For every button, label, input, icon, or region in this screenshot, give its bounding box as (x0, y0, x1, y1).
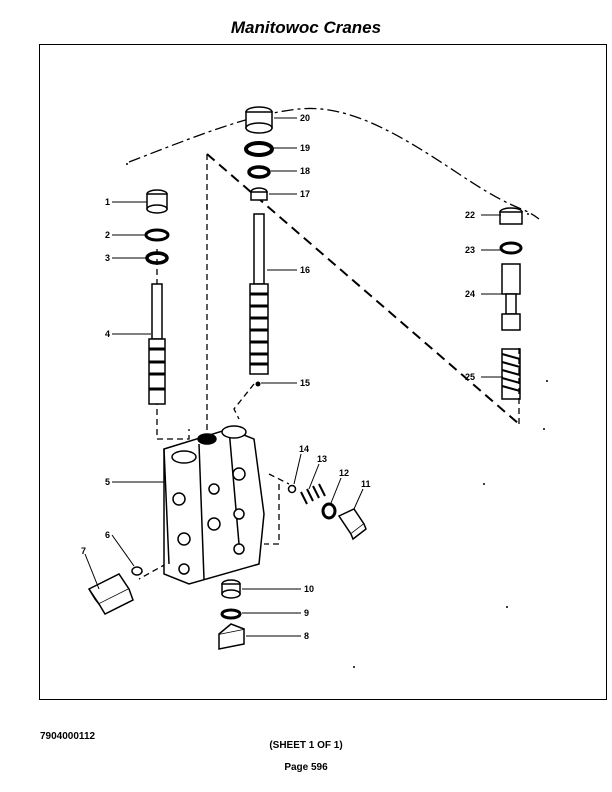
callout-6: 6 (105, 530, 110, 540)
part-16-spool (249, 213, 269, 375)
callout-13: 13 (317, 454, 327, 464)
part-5-valve-body (163, 425, 265, 585)
part-11-plug (337, 508, 367, 541)
part-20-cap (245, 106, 273, 134)
callout-20: 20 (300, 113, 310, 123)
callout-15: 15 (300, 378, 310, 388)
part-15-ball (255, 381, 261, 387)
callout-14: 14 (299, 444, 309, 454)
callout-1: 1 (105, 197, 110, 207)
part-4-spool (148, 283, 166, 405)
callout-18: 18 (300, 166, 310, 176)
part-13-spring (300, 483, 326, 505)
part-9-ring (220, 608, 242, 620)
callout-8: 8 (304, 631, 309, 641)
part-23-ring (499, 241, 523, 255)
callout-16: 16 (300, 265, 310, 275)
callout-4: 4 (105, 329, 110, 339)
page-title: Manitowoc Cranes (230, 18, 382, 37)
callout-11: 11 (361, 479, 371, 489)
part-8-plug (218, 623, 245, 650)
callout-5: 5 (105, 477, 110, 487)
callout-2: 2 (105, 230, 110, 240)
leader-lines (84, 117, 503, 637)
callout-7: 7 (81, 546, 86, 556)
part-3-ring (145, 251, 169, 265)
part-12-ring (321, 502, 337, 520)
part-22-plug (499, 207, 523, 225)
part-19-ring (244, 141, 274, 157)
callout-22: 22 (465, 210, 475, 220)
sheet-indicator: (SHEET 1 OF 1) (269, 740, 343, 751)
callout-12: 12 (339, 468, 349, 478)
callout-19: 19 (300, 143, 310, 153)
part-14-ball (287, 484, 297, 494)
part-6-ring (131, 566, 143, 576)
callout-10: 10 (304, 584, 314, 594)
callout-23: 23 (465, 245, 475, 255)
callout-labels: 20 19 18 17 16 15 1 2 3 4 5 6 7 14 13 12… (81, 113, 475, 641)
part-1-cap (146, 189, 168, 214)
drawing-frame (39, 44, 607, 700)
part-2-ring (144, 228, 170, 242)
part-17-spacer (250, 187, 268, 201)
page-number: Page 596 (284, 762, 328, 773)
part-18-ring (247, 165, 271, 179)
exploded-valve-diagram: 20 19 18 17 16 15 1 2 3 4 5 6 7 14 13 12… (81, 106, 548, 668)
callout-17: 17 (300, 189, 310, 199)
document-number: 7904000112 (40, 731, 96, 742)
callout-25: 25 (465, 372, 475, 382)
part-10-bushing (221, 579, 241, 599)
part-24-piston (501, 263, 521, 331)
callout-24: 24 (465, 289, 475, 299)
part-7-fitting (87, 573, 134, 615)
callout-9: 9 (304, 608, 309, 618)
part-25-spring (501, 348, 521, 400)
callout-3: 3 (105, 253, 110, 263)
stray-marks (126, 163, 548, 668)
